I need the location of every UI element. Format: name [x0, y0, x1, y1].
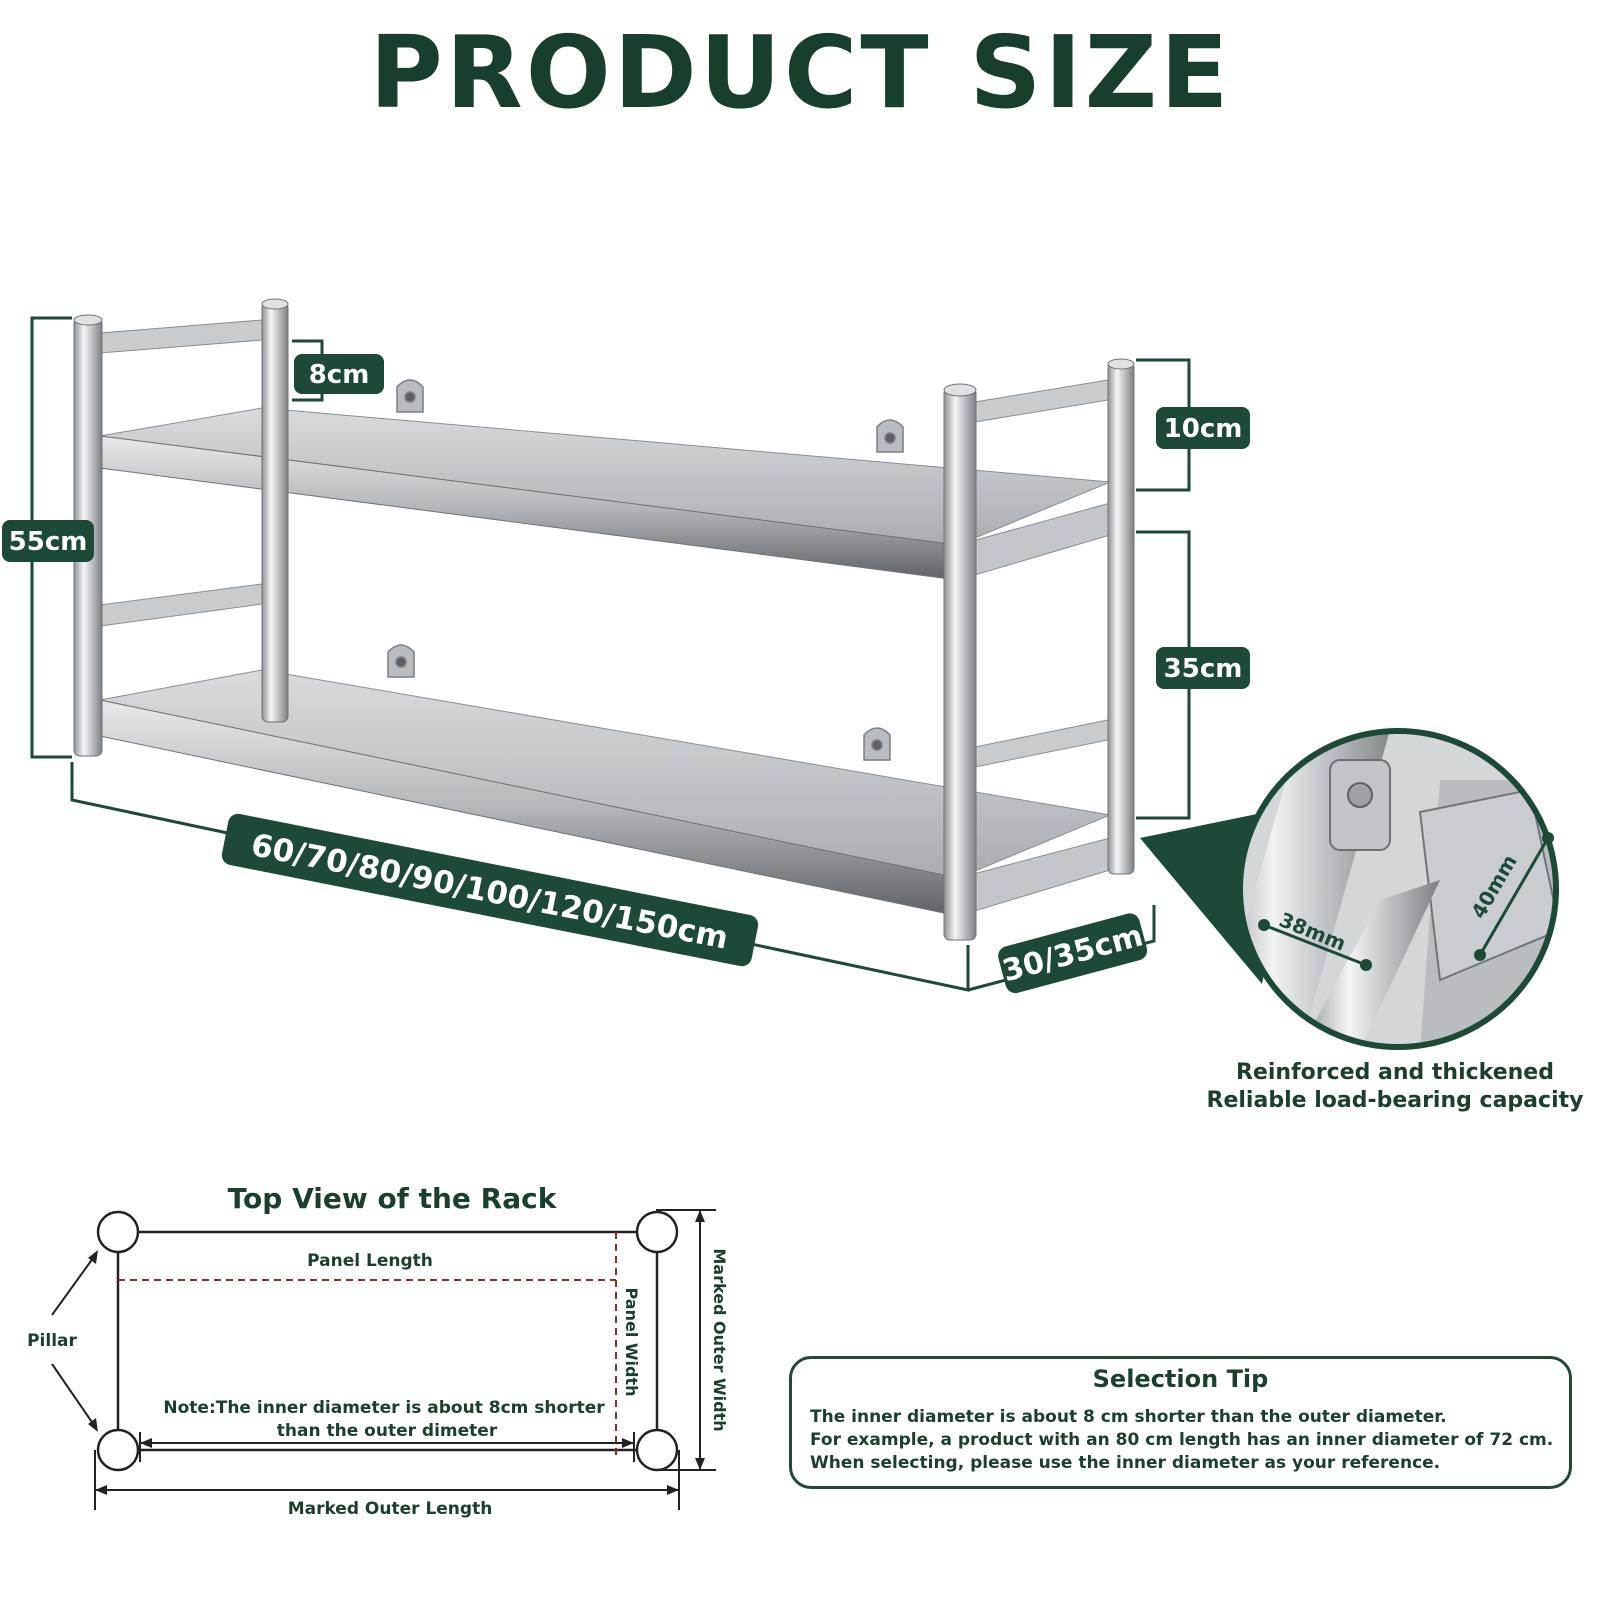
pillar-circle	[96, 1428, 140, 1472]
note-line-1: Note:The inner diameter is about 8cm sho…	[163, 1398, 605, 1418]
outer-width-label: Marked Outer Width	[710, 1248, 729, 1431]
pillar-circle	[635, 1428, 679, 1472]
right-top-rail	[974, 379, 1109, 423]
left-mid-rail	[99, 583, 263, 627]
selection-tip-box: Selection Tip The inner diameter is abou…	[789, 1356, 1572, 1489]
pillar-circle	[96, 1210, 140, 1254]
rack-illustration	[73, 298, 1135, 941]
selection-tip-line-2: For example, a product with an 80 cm len…	[810, 1430, 1554, 1450]
selection-tip-line-3: When selecting, please use the inner dia…	[810, 1453, 1441, 1473]
zoom-circle	[1237, 728, 1559, 1050]
page-title: PRODUCT SIZE	[369, 14, 1232, 131]
note-line-2: than the outer dimeter	[277, 1421, 498, 1441]
panel-width-label: Panel Width	[622, 1287, 641, 1396]
pole-front-right	[943, 387, 977, 941]
top-view: Top View of the Rack Pillar	[27, 1182, 729, 1519]
label-8cm: 8cm	[309, 360, 370, 390]
detail-caption-1: Reinforced and thickened	[1236, 1060, 1554, 1085]
pillar-label: Pillar	[27, 1331, 77, 1351]
pole-back-right	[1107, 361, 1135, 875]
selection-tip-line-1: The inner diameter is about 8 cm shorter…	[810, 1407, 1447, 1427]
badge-8cm	[294, 354, 384, 394]
left-top-rail	[99, 319, 263, 354]
detail-caption-2: Reliable load-bearing capacity	[1206, 1088, 1584, 1113]
outer-length-label: Marked Outer Length	[288, 1499, 493, 1519]
badge-10cm	[1156, 407, 1250, 449]
badge-depth	[998, 913, 1148, 994]
badge-35cm	[1156, 647, 1250, 689]
badge-55cm	[2, 520, 94, 562]
right-mid-rail	[974, 719, 1109, 768]
selection-tip-title: Selection Tip	[1092, 1365, 1269, 1393]
pillar-circle	[635, 1210, 679, 1254]
panel-length-label: Panel Length	[307, 1251, 433, 1271]
top-view-frame	[116, 1230, 659, 1452]
badge-length	[221, 813, 759, 967]
label-35cm: 35cm	[1164, 654, 1243, 684]
pole-back-left	[261, 301, 289, 723]
label-55cm: 55cm	[9, 527, 88, 557]
top-view-title: Top View of the Rack	[228, 1182, 558, 1215]
label-10cm: 10cm	[1164, 414, 1243, 444]
wall-mount-brackets	[387, 379, 904, 761]
detail-zoom: 38mm 40mm	[1140, 728, 1559, 1050]
